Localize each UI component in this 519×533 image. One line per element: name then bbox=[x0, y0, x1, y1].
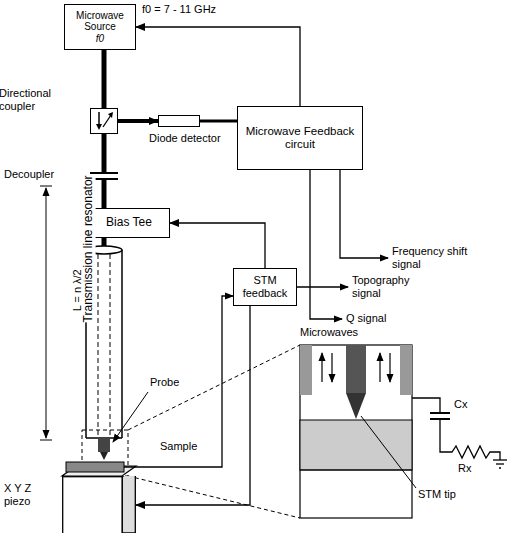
connector bbox=[136, 27, 300, 106]
sample-slab bbox=[66, 462, 124, 472]
label: Decoupler bbox=[4, 168, 54, 181]
connector bbox=[102, 134, 107, 208]
node-text: f0 bbox=[96, 33, 104, 45]
connector bbox=[170, 223, 265, 268]
node-text: STM feedback bbox=[234, 274, 296, 299]
node-text: Microwave Source bbox=[65, 10, 135, 33]
node-text: Bias Tee bbox=[106, 216, 152, 230]
signal-arrow bbox=[297, 286, 348, 287]
signal-arrow bbox=[340, 170, 388, 258]
piezo-block: X Y Z piezo bbox=[62, 476, 136, 533]
inset-detail bbox=[300, 345, 412, 518]
bias-tee-box: Bias Tee bbox=[88, 208, 170, 238]
label: Frequency shift signal bbox=[392, 245, 474, 270]
label: Topography signal bbox=[352, 274, 420, 299]
feedback-box: Microwave Feedback circuit bbox=[237, 106, 363, 170]
node-text: Directional coupler bbox=[0, 87, 83, 112]
label: Q signal bbox=[346, 312, 386, 325]
coupler-box: Directional coupler bbox=[90, 108, 118, 134]
leader-line bbox=[361, 416, 416, 488]
label: Microwaves bbox=[300, 326, 358, 339]
length-bracket bbox=[40, 186, 52, 440]
label: Probe bbox=[150, 376, 179, 389]
connector bbox=[102, 50, 107, 108]
stm-feedback-box: STM feedback bbox=[233, 268, 297, 306]
node-text: Diode detector bbox=[149, 132, 221, 145]
detector-box: Diode detector bbox=[158, 115, 200, 127]
coupler-symbol bbox=[91, 109, 116, 132]
current-line bbox=[124, 296, 233, 467]
node-text: Microwave Feedback circuit bbox=[238, 125, 362, 151]
piezo-body bbox=[62, 476, 136, 533]
label: L = n λ/2 bbox=[70, 269, 83, 311]
source-box: Microwave Sourcef0 bbox=[64, 4, 136, 50]
label: f0 = 7 - 11 GHz bbox=[142, 3, 216, 16]
signal-arrow bbox=[310, 170, 342, 319]
equivalent-circuit bbox=[412, 398, 507, 468]
connector bbox=[136, 306, 250, 505]
label: STM tip bbox=[418, 488, 456, 501]
label: Rx bbox=[458, 462, 471, 475]
connector bbox=[118, 119, 158, 123]
label: Cx bbox=[454, 398, 467, 411]
leader-line bbox=[113, 392, 148, 442]
label: Sample bbox=[160, 440, 197, 453]
label: Transmission line resonator bbox=[82, 175, 96, 322]
node-text: X Y Z piezo bbox=[4, 482, 56, 507]
connector bbox=[200, 120, 237, 123]
